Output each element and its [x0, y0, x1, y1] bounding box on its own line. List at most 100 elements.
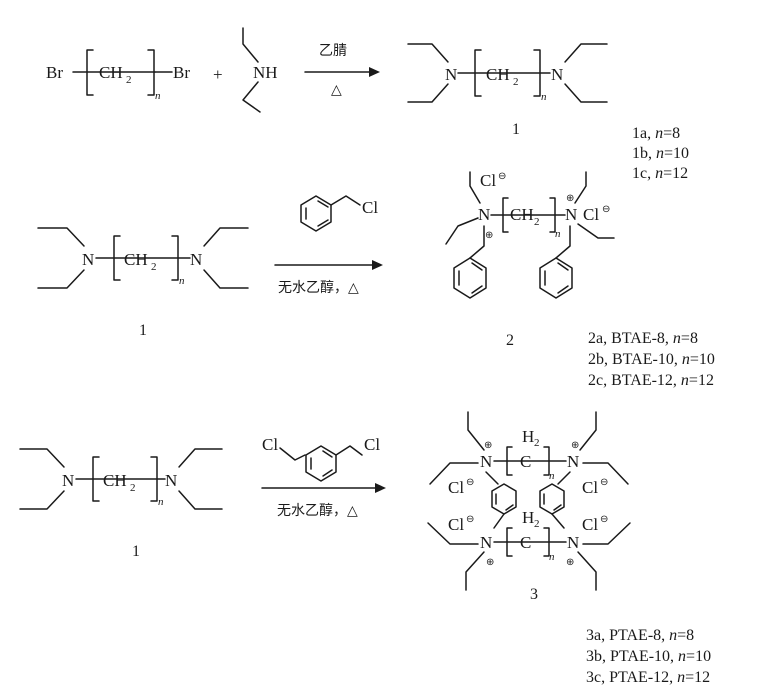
n-left: N: [62, 471, 74, 490]
chlorine-label: Cl: [362, 198, 378, 217]
chloride: Cl: [448, 515, 464, 534]
bracket-left: [92, 456, 100, 502]
ch2-group: CH: [486, 65, 510, 84]
variants-2: 2a, BTAE-8, n=8 2b, BTAE-10, n=10 2c, BT…: [588, 330, 715, 389]
ethyl: [582, 522, 631, 545]
ethyl-side-left: [445, 217, 479, 245]
benzyl-link: [557, 471, 571, 485]
plus-sign: +: [213, 65, 223, 84]
minus-charge-left: ⊖: [498, 171, 506, 182]
variant-3b: 3b, PTAE-10, n=10: [586, 648, 711, 665]
ch2-subscript: 2: [130, 482, 136, 494]
compound-number-1-r2: 1: [139, 322, 147, 339]
conditions-label: 无水乙醇，△: [277, 502, 358, 519]
compound-number-3: 3: [530, 586, 538, 603]
diethylamine: NH: [242, 27, 278, 113]
ring-double-bond: [471, 262, 483, 271]
variant-3a: 3a, PTAE-8, n=8: [586, 627, 694, 644]
btae-product: Cl ⊖ N ⊕ CH 2 n N ⊕ Cl ⊖: [445, 171, 615, 349]
compound-number-2: 2: [506, 332, 514, 349]
heat-label: △: [331, 82, 342, 98]
n-right: N: [565, 205, 577, 224]
n-left: N: [478, 205, 490, 224]
n-subscript: n: [549, 551, 555, 563]
n-right: N: [165, 471, 177, 490]
chloride-left: Cl: [480, 171, 496, 190]
ptae-product: N ⊕ N ⊕ H 2 C n Cl ⊖ Cl ⊖: [427, 411, 631, 603]
dibromoalkane: Br CH 2 n Br: [46, 49, 190, 102]
n-subscript: n: [158, 496, 164, 508]
ch2-group: CH: [103, 471, 127, 490]
n-subscript: n: [555, 228, 561, 240]
n-subscript: n: [155, 90, 161, 102]
arrow-1-head: [369, 67, 380, 77]
h2-subscript: 2: [534, 437, 540, 449]
conditions-label: 无水乙醇，△: [278, 279, 359, 296]
bracket-left: [474, 49, 482, 97]
benzyl-chloride: Cl: [300, 195, 378, 232]
bracket-left: [113, 235, 121, 281]
minus-charge: ⊖: [466, 477, 474, 488]
n-top-left: N: [480, 452, 492, 471]
n-bottom-left: N: [480, 533, 492, 552]
xylylene-dichloride: Cl Cl: [262, 435, 380, 482]
ethyl-upper-right: [178, 448, 223, 468]
ring-double-bond: [322, 450, 333, 458]
n-left: N: [82, 250, 94, 269]
h2-label: H: [522, 427, 534, 446]
ethyl: [465, 551, 485, 591]
ethyl-lower-left: [407, 83, 449, 103]
plus-charge: ⊕: [486, 557, 494, 568]
diamine-reactant-2: N CH 2 n N 1: [37, 227, 249, 339]
ring-double-bond: [317, 200, 329, 208]
ch2-group: CH: [124, 250, 148, 269]
compound-number-1-r3: 1: [132, 543, 140, 560]
ethyl-lower-left: [37, 269, 85, 289]
n-right: N: [190, 250, 202, 269]
bracket-left: [502, 197, 509, 233]
ring-double-bond: [471, 285, 483, 294]
diamine-reactant-3: N CH 2 n N 1: [19, 448, 223, 560]
bracket-left: [506, 527, 513, 557]
plus-charge-right: ⊕: [566, 193, 574, 204]
chloromethyl-bond-right: [335, 445, 363, 456]
arrow-3-head: [375, 483, 386, 493]
chloromethyl-bond-left: [279, 447, 306, 461]
c-label: C: [520, 452, 531, 471]
ethyl: [579, 411, 597, 451]
n-left: N: [445, 65, 457, 84]
ethyl-upper-left: [37, 227, 85, 247]
c-label: C: [520, 533, 531, 552]
n-subscript: n: [179, 275, 185, 287]
ring-double-bond: [317, 219, 329, 227]
ethyl: [577, 551, 597, 591]
ethyl-top-left: [469, 171, 481, 204]
variant-2b: 2b, BTAE-10, n=10: [588, 351, 715, 368]
variants-3: 3a, PTAE-8, n=8 3b, PTAE-10, n=10 3c, PT…: [586, 627, 711, 686]
bracket-left: [506, 446, 513, 476]
variant-1b: 1b, n=10: [632, 145, 689, 162]
variant-2c: 2c, BTAE-12, n=12: [588, 372, 714, 389]
ethyl-lower-right: [203, 269, 249, 289]
n-subscript: n: [541, 91, 547, 103]
h2-label: H: [522, 508, 534, 527]
ethyl-upper-right: [564, 43, 608, 63]
ethyl-upper: [242, 27, 259, 63]
reaction-1: Br CH 2 n Br + NH 乙腈 △ N: [46, 27, 689, 182]
bracket-right: [549, 197, 556, 233]
ethyl-lower-right: [178, 490, 223, 510]
diamine-product-1: N CH 2 n N 1: [407, 43, 608, 138]
bracket-left: [86, 49, 94, 96]
ethyl-top-right: [574, 171, 587, 204]
plus-charge-left: ⊕: [485, 230, 493, 241]
ethyl: [429, 462, 479, 485]
plus-charge: ⊕: [566, 557, 574, 568]
n-subscript: n: [549, 470, 555, 482]
solvent-label: 乙腈: [319, 43, 347, 59]
chloride: Cl: [582, 478, 598, 497]
ch2-subscript: 2: [126, 74, 132, 86]
ethyl-side-right: [577, 223, 615, 239]
variant-3c: 3c, PTAE-12, n=12: [586, 669, 710, 686]
